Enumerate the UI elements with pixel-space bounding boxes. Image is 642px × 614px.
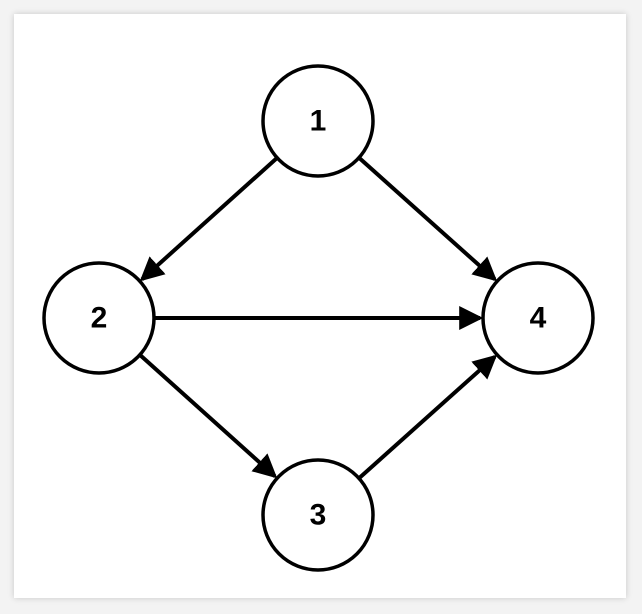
node-4-label: 4 xyxy=(530,302,547,335)
node-1-circle xyxy=(261,64,375,178)
node-2-label: 2 xyxy=(91,302,108,335)
node-3-circle xyxy=(261,458,375,572)
node-4-circle xyxy=(481,261,595,375)
node-3: 3 xyxy=(261,458,375,572)
node-2-circle xyxy=(42,261,156,375)
node-1: 1 xyxy=(261,64,375,178)
edges-layer xyxy=(139,156,498,480)
edge-1-to-2 xyxy=(139,157,278,282)
node-4: 4 xyxy=(481,261,595,375)
node-1-label: 1 xyxy=(310,105,327,138)
edge-2-to-3 xyxy=(139,354,278,479)
node-2: 2 xyxy=(42,261,156,375)
edge-3-to-4 xyxy=(358,354,498,480)
edge-1-to-4 xyxy=(358,156,498,282)
node-3-label: 3 xyxy=(310,499,327,532)
